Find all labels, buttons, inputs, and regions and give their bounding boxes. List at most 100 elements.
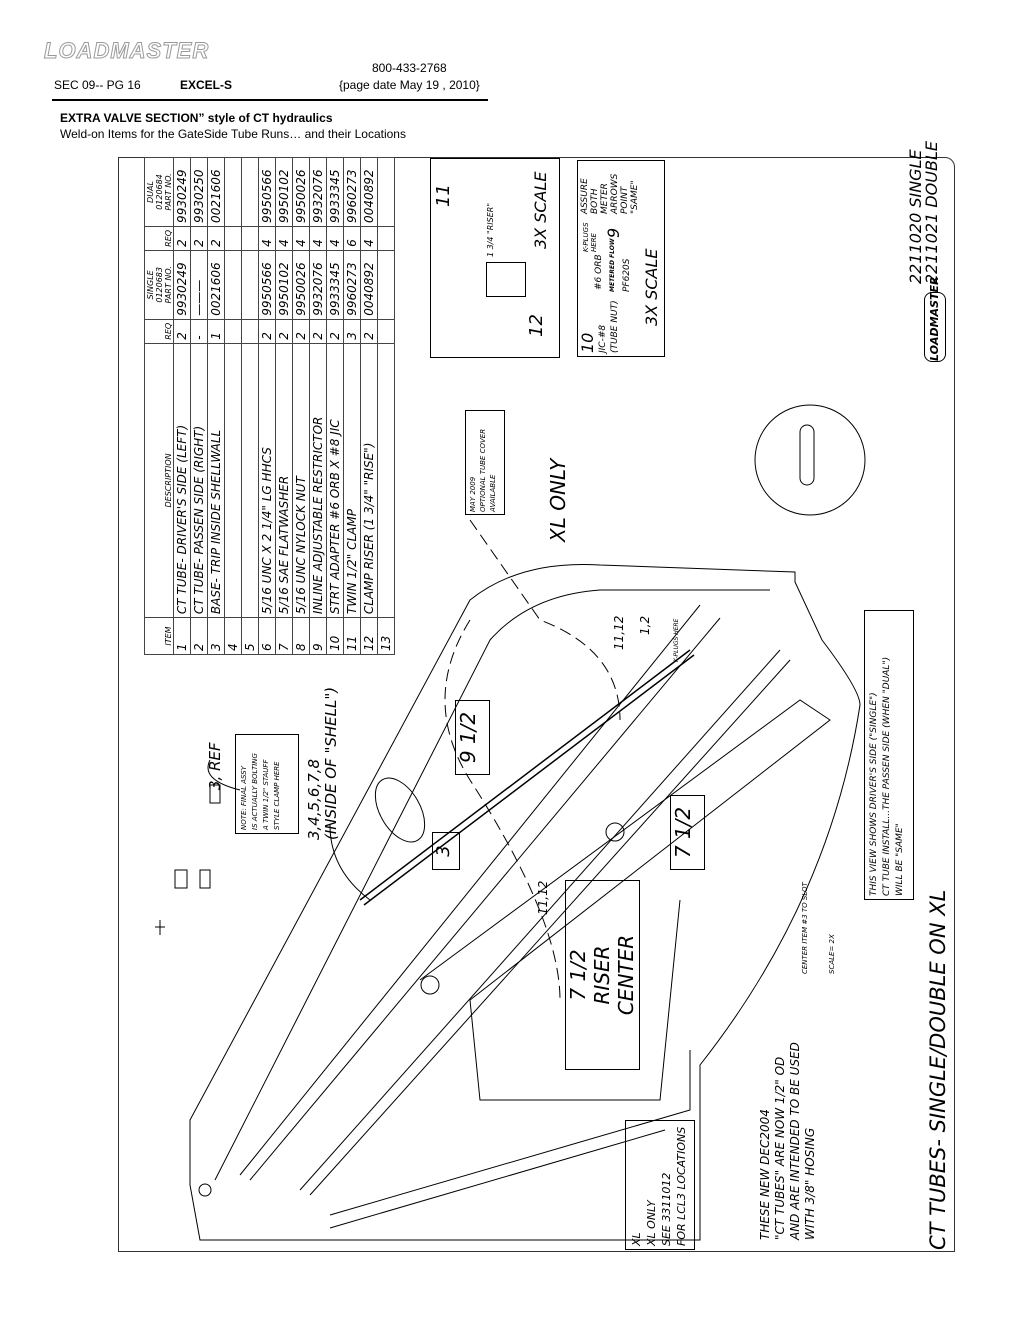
req-dual-cell (377, 226, 395, 251)
label-11-12: 11,12 (612, 615, 626, 650)
dec-note-line: "CT TUBES" ARE NOW 1/2" OD (773, 1056, 787, 1240)
structure-line (329, 1050, 691, 1216)
phone-number: 800-433-2768 (372, 61, 447, 75)
model-name: EXCEL-S (180, 78, 233, 92)
part-no-label: PART NO. (164, 173, 173, 211)
view-note-line: WILL BE "SAME" (895, 823, 905, 896)
req-single-cell: 1 (207, 319, 225, 344)
req-single-cell (377, 319, 395, 344)
part-dual-cell: 0040892 (360, 157, 378, 227)
table-row: 4 (224, 157, 242, 655)
detail-circle (754, 404, 866, 516)
scale-label: 3X SCALE (531, 171, 550, 249)
item-cell: 8 (292, 617, 310, 655)
hole (605, 822, 625, 842)
table-row: 13 (377, 157, 395, 655)
part-dual-cell (224, 157, 242, 227)
col-req-dual: REQ (144, 226, 174, 251)
description-cell: INLINE ADJUSTABLE RESTRICTOR (309, 343, 327, 618)
xl-note-line: SEE 3311012 (660, 1172, 673, 1246)
item-cell: 2 (190, 617, 208, 655)
page-subtitle: Weld-on Items for the GateSide Tube Runs… (60, 127, 406, 141)
riser-center-line: CENTER (614, 934, 638, 1016)
fitting-icon (199, 869, 211, 889)
req-dual-cell: 4 (360, 226, 378, 251)
part-dual-cell: 9960273 (343, 157, 361, 227)
fitting-icon (155, 920, 165, 935)
description-cell: TWIN 1/2" CLAMP (343, 343, 361, 618)
req-dual-cell: 4 (258, 226, 276, 251)
part-dual-cell: 9932076 (309, 157, 327, 227)
assure-note-line: "SAME" (630, 180, 640, 214)
req-single-cell: 3 (343, 319, 361, 344)
tube-cover-note-line: MAY 2009 (469, 476, 477, 512)
view-note-line: CT TUBE INSTALL...THE PASSEN SIDE (WHEN … (882, 656, 892, 896)
item-cell: 7 (275, 617, 293, 655)
structure-line (299, 649, 781, 1191)
col-req-single: REQ (144, 319, 174, 344)
final-assy-line: IS ACTUALLY BOLTING (251, 753, 259, 830)
assure-note-line: POINT (620, 186, 630, 214)
req-single-cell: 2 (173, 319, 191, 344)
kplugs-here-label: K-PLUGS HERE (673, 618, 680, 662)
item-cell: 13 (377, 617, 395, 655)
item-cell: 11 (343, 617, 361, 655)
label-1-2: 1,2 (638, 615, 652, 635)
item-cell: 10 (326, 617, 344, 655)
req-single-cell: 2 (292, 319, 310, 344)
description-cell: 5/16 SAE FLATWASHER (275, 343, 293, 618)
slot-detail (799, 424, 815, 486)
item-cell: 4 (224, 617, 242, 655)
tube-line (363, 654, 695, 906)
dim-9-5: 9 1/2 (455, 700, 490, 775)
number-double: 2211021 DOUBLE (922, 141, 941, 284)
leader-line (329, 824, 371, 901)
dual-label: DUAL (146, 181, 155, 203)
scale-label: 3X SCALE (642, 248, 661, 326)
slot (374, 777, 426, 843)
riser-center-line: 7 1/2 (566, 949, 590, 1001)
dual-number: 0120684 (155, 174, 164, 210)
detail-restrictor: 10 JIC-#8 (TUBE NUT) #6 ORB METERED FLOW… (577, 160, 665, 357)
part-dual-cell: 9950026 (292, 157, 310, 227)
final-assy-line: A TWIN 1/2" STAUFF (262, 759, 270, 831)
part-single-cell: 9930249 (173, 250, 191, 320)
item-cell: 3 (207, 617, 225, 655)
kplugs-label: K-PLUGS HERE (582, 222, 598, 252)
assure-note-line: ARROWS (610, 173, 620, 214)
assure-note-line: BOTH (590, 188, 600, 214)
trailer-outline (189, 563, 861, 1241)
req-dual-cell: 4 (292, 226, 310, 251)
req-dual-cell: 6 (343, 226, 361, 251)
part-dual-cell: 9933345 (326, 157, 344, 227)
page-title: EXTRA VALVE SECTION” style of CT hydraul… (60, 111, 333, 125)
req-dual-cell (224, 226, 242, 251)
final-assy-line: STYLE CLAMP HERE (273, 761, 281, 830)
page-date: {page date May 19 , 2010} (339, 78, 480, 92)
circle-detail-note: CENTER ITEM #3 TO SLOT (801, 882, 809, 974)
structure-line (329, 1129, 666, 1229)
dec-note-line: WITH 3/8" HOSING (803, 1127, 817, 1240)
structure-line (214, 589, 770, 1181)
circle-detail-scale: SCALE= 2X (828, 934, 836, 974)
part-single-cell: 0040892 (360, 250, 378, 320)
description-cell: CT TUBE- DRIVER'S SIDE (LEFT) (173, 343, 191, 618)
dim-7-5: 7 1/2 (670, 795, 705, 870)
description-cell: BASE- TRIP INSIDE SHELLWALL (207, 343, 225, 618)
req-single-cell: - (190, 319, 208, 344)
final-assy-line: NOTE: FINAL ASSY (240, 766, 248, 830)
